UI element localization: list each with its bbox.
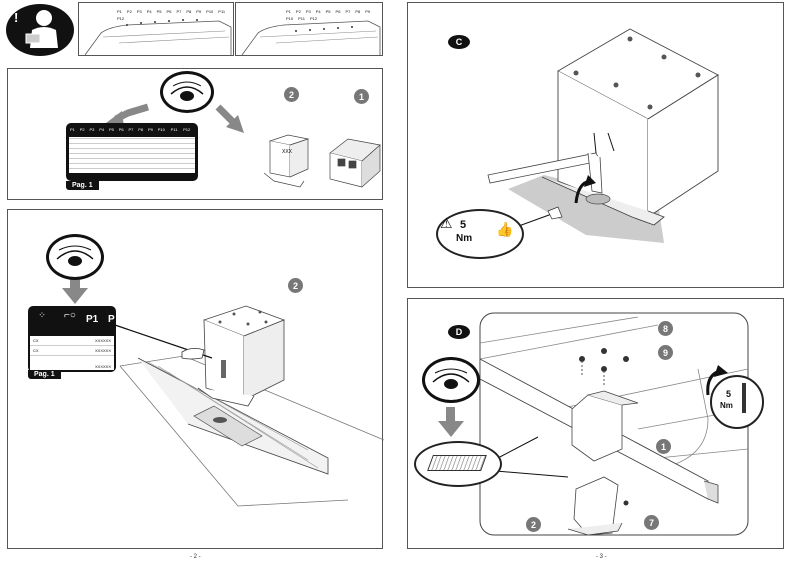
part-number-1: 1 [354,89,369,104]
parts-table: P1 P2 P3 P4 P5 P6 P7 P8 P9 P10 P11 P12 [66,123,198,181]
part-number-2: 2 [284,87,299,102]
roof-label: P3 [136,9,142,14]
panel-step-c: C ⚠ 5 Nm 👍 [407,2,784,288]
roof-label: P2 [295,9,301,14]
eye-icon [160,71,214,113]
roof-labels-left: P1 P2 P3 P4 P5 P6 P7 P8 P9 P10 P11 P12 [117,9,227,21]
torque-value: 5 [726,389,732,399]
crossbar-assembly-drawing [438,312,749,536]
roof-view-right: P1 P2 P3 P4 P5 P6 P7 P8 P9 P10 P11 P12 [235,2,383,56]
roof-label: P2 [126,9,132,14]
warning-triangle-icon: ⚠ [440,215,453,231]
thumbs-up-icon: 👍 [496,221,514,237]
roof-label: P1 [286,9,291,14]
svg-text:XXX: XXX [282,149,293,155]
roof-label: P7 [345,9,351,14]
van-roof-drawing [241,20,381,56]
row-label: CX [33,348,39,353]
roof-labels-right: P1 P2 P3 P4 P5 P6 P7 P8 P9 P10 P11 P12 [286,9,378,21]
table-header: P10 [157,127,165,132]
page-reference: Pag. 1 [66,181,99,190]
step-badge-d: D [448,325,470,339]
table-header: P8 [138,127,144,132]
roof-label: P9 [196,9,202,14]
roof-label: P12 [117,16,125,21]
roof-label: P5 [156,9,162,14]
roof-label: P1 [117,9,122,14]
torque-callout: ⚠ 5 Nm 👍 [436,209,524,259]
table-header: P1 [70,127,75,132]
panel-step-d: D 5 Nm 8 9 1 2 7 [407,298,784,549]
van-roof-drawing [84,19,232,56]
table-header: P5 [109,127,114,132]
roof-label: P11 [218,9,226,14]
roof-label: P4 [146,9,152,14]
row-value: XXXXXX [94,348,111,353]
page-number-left: - 2 - [190,554,201,560]
torx-icon: ⁘ [38,310,46,320]
roof-label: P7 [176,9,182,14]
part-number-8: 8 [658,321,673,336]
torque-unit: Nm [720,401,733,410]
roof-label: P10 [206,9,214,14]
parts-table-detail: ⁘ ⌐○ P1 P CX XXXXXX CX XXXXXX XXXXXX [28,306,116,372]
table-header: P2 [79,127,85,132]
roof-label: P8 [355,9,361,14]
roof-label: P11 [298,16,305,21]
roof-label: P5 [325,9,331,14]
roof-label: P4 [315,9,321,14]
table-body: CX XXXXXX CX XXXXXX XXXXXX [30,336,114,370]
table-header: P4 [99,127,105,132]
roof-label: P9 [365,9,371,14]
page-number-right: - 3 - [596,554,607,560]
panel-select-parts: XXX P1 P2 P3 P4 P5 P6 P7 P8 P9 P10 [7,68,383,200]
roof-label: P3 [305,9,311,14]
rubber-insert-icon [427,455,487,471]
panel-mount-bracket: ⁘ ⌐○ P1 P CX XXXXXX CX XXXXXX XXXXXX Pag. … [7,209,384,549]
part-number-2: 2 [526,517,541,532]
table-header: P3 [89,127,95,132]
table-header-p1: P1 [86,314,99,325]
part-number-7: 7 [644,515,659,530]
torque-unit: Nm [456,233,473,244]
bracket-torque-drawing [487,28,719,243]
part-number-1: 1 [656,439,671,454]
roof-view-left: P1 P2 P3 P4 P5 P6 P7 P8 P9 P10 P11 P12 [78,2,234,56]
table-header: P12 [183,127,191,132]
table-header: P7 [128,127,134,132]
roof-rail-drawing [62,274,384,507]
row-value: XXXXXX [94,364,111,369]
roof-label: P12 [309,16,318,21]
row-value: XXXXXX [94,338,111,343]
warning-symbol: ! [14,10,19,25]
person-figure-icon [25,10,58,48]
table-body [69,137,195,173]
panel-top-drawing: XXX [106,103,381,188]
torque-value: 5 [460,219,467,231]
roof-label: P10 [286,16,294,21]
roof-label: P6 [166,9,172,14]
row-label: CX [33,338,39,343]
hex-key-icon [742,383,746,413]
roof-label: P8 [186,9,192,14]
part-number-9: 9 [658,345,673,360]
eye-icon [46,234,104,280]
eye-icon [422,357,480,403]
torque-callout: 5 Nm [710,375,764,429]
roof-label: P6 [335,9,341,14]
wrench-key-icon: ⌐○ [64,310,76,321]
table-header-p: P [108,314,115,325]
page-reference: Pag. 1 [28,370,61,379]
clip-callout [414,441,502,487]
part-number-2: 2 [288,278,303,293]
warning-oval: ! [6,4,74,56]
table-header: P6 [118,127,124,132]
table-header: P9 [148,127,153,132]
step-badge-c: C [448,35,470,49]
table-header: P11 [170,127,178,132]
